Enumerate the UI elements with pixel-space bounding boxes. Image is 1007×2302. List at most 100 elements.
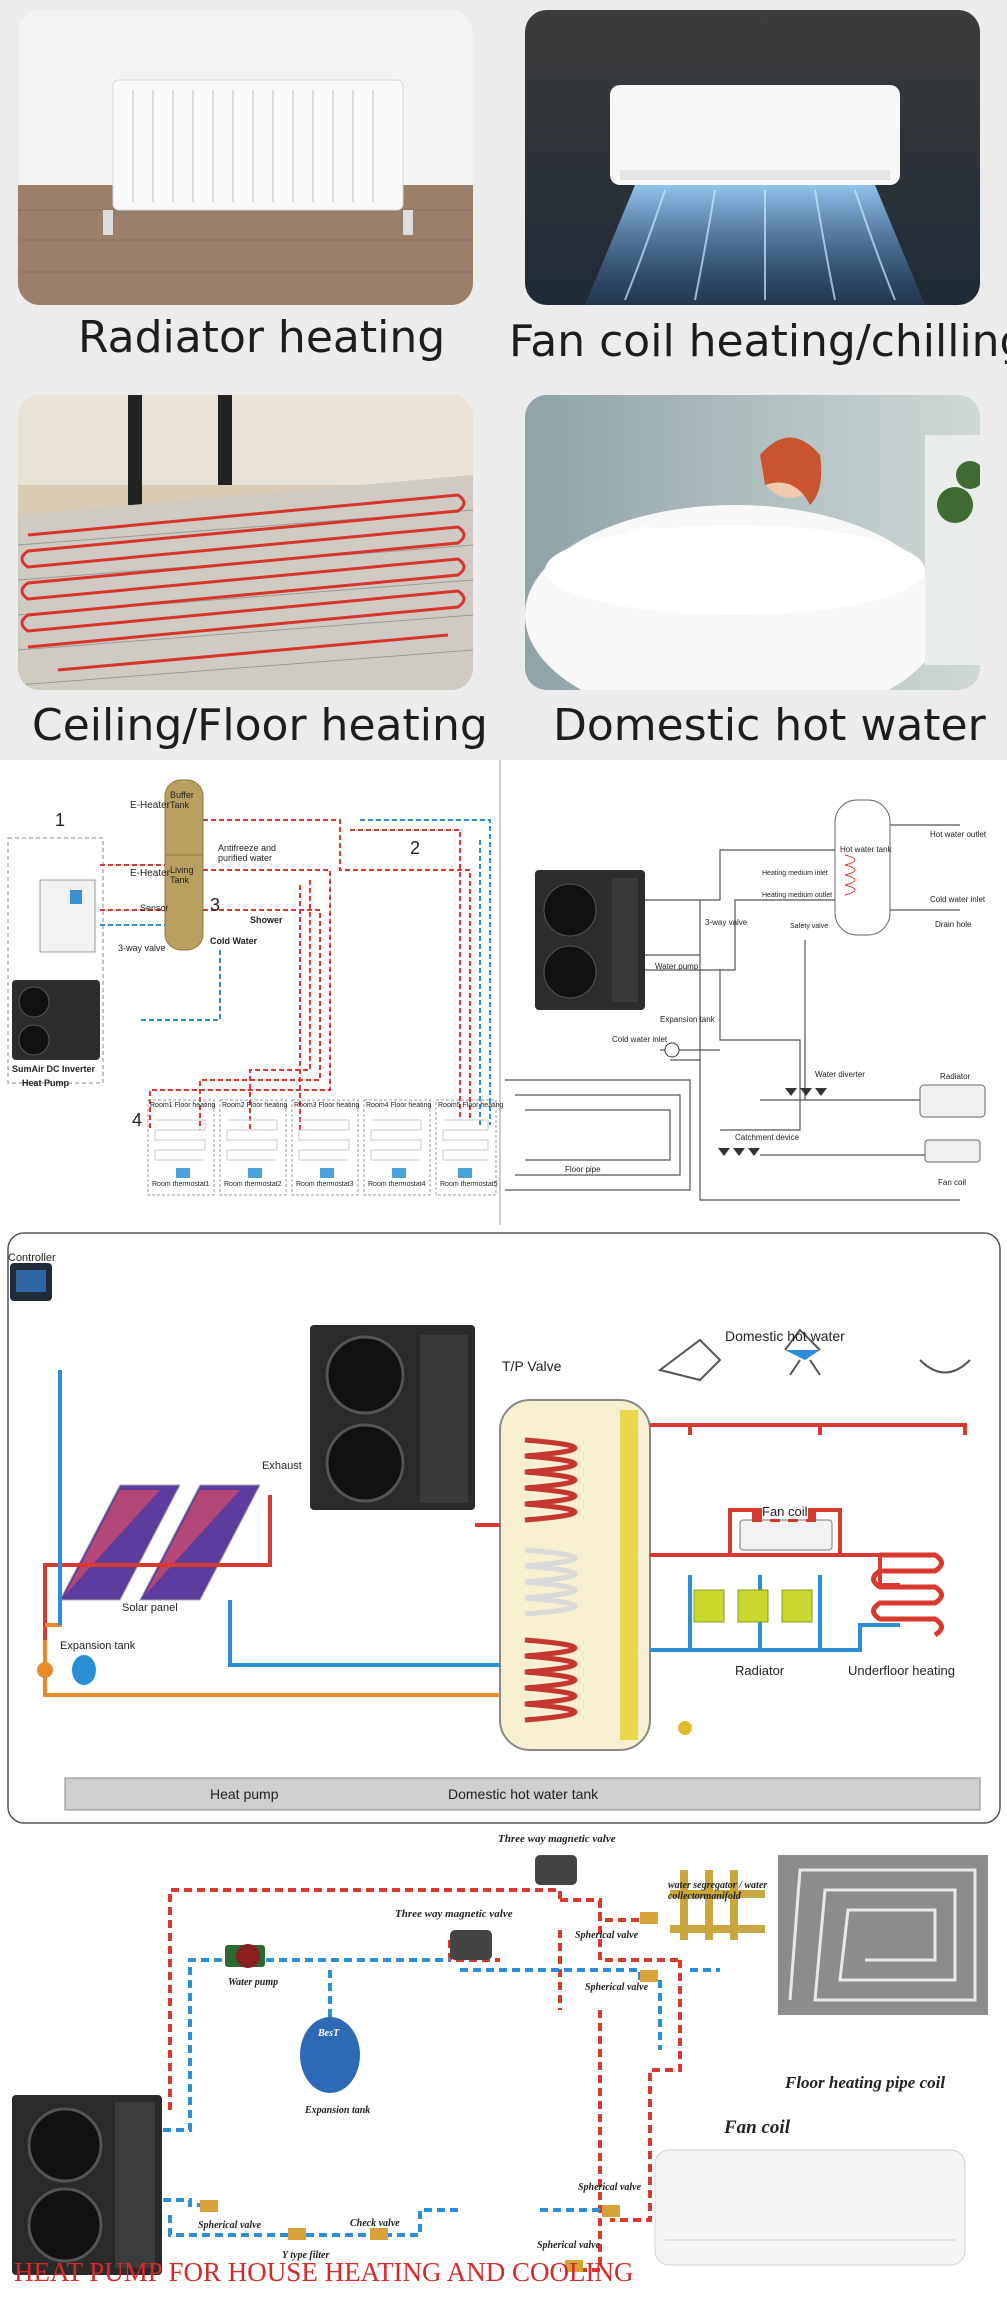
hot-water-fixtures [657,1328,971,1382]
floor-heating-photo [18,395,473,690]
thermostat-label-3: Room thermostat3 [296,1181,354,1188]
water-pump-label-bottom: Water pump [228,1977,279,1988]
right-fancoil [924,1139,981,1163]
hot-water-tank-label: Hot water tank [840,845,892,854]
spherical-valve-1-label: Spherical valve [575,1930,639,1941]
solar-panels [59,1484,261,1601]
room-label-5: Room5 Floor heating [438,1102,504,1109]
indoor-unit [39,879,96,953]
solar-panel-label: Solar panel [122,1602,178,1614]
marker-1: 1 [55,810,66,830]
e-heater-mid-label: E-Heater [130,868,171,879]
floor-heating-illustration [18,395,473,690]
base-bar [64,1777,981,1811]
safety-valve-label: Safety valve [790,923,829,930]
drain-hole-label: Drain hole [935,920,972,929]
segregator-label: water segregator / water collectormanifo… [668,1880,768,1902]
underfloor-coil [871,1552,944,1638]
underfloor-label: Underfloor heating [848,1663,955,1678]
three-way-valve-mid [450,1930,492,1960]
marker-3: 3 [210,895,221,915]
sensor-label: Sensor [140,903,169,913]
thermostat-label-2: Room thermostat2 [224,1181,282,1188]
unit-name-label: SumAir DC Inverter [12,1064,96,1074]
spherical-valve-2-label: Spherical valve [585,1982,649,1993]
bath-photo [525,395,980,690]
dual-system-diagram [7,760,986,1225]
unit-sub-label: Heat Pump [22,1078,70,1088]
water-diverter-label: Water diverter [815,1070,865,1079]
expansion-tank-right-label: Expansion tank [660,1015,715,1024]
heating-medium-inlet-label: Heating medium inlet [762,870,828,877]
catchment-label: Catchment device [735,1133,800,1142]
radiator-photo [18,10,473,305]
fan-coil-bottom [654,2149,966,2266]
bath-illustration [525,435,980,690]
fancoil-photo [525,10,980,305]
water-pump-device [225,1944,265,1968]
marker-2: 2 [410,838,421,858]
expansion-tank-shape [72,1655,96,1685]
y-filter-label: Y type filter [282,2250,330,2261]
living-tank-label: Living Tank [170,865,194,885]
fan-coil-label-bottom: Fan coil [724,2117,790,2138]
right-radiator [919,1084,986,1118]
hotwater-caption: Domestic hot water [553,700,986,751]
room-label-3: Room3 Floor heating [294,1102,360,1109]
spherical-valve-3-label: Spherical valve [578,2182,642,2193]
house-heating-illustration [12,1855,988,2275]
thermostat-label-1: Room thermostat1 [152,1181,210,1188]
exhaust-label: Exhaust [262,1460,302,1472]
main-title: HEAT PUMP FOR HOUSE HEATING AND COOLING [14,2257,634,2287]
solar-dhw-diagram: Controller T/P Valve Domestic hot water … [0,1230,1007,1825]
cold-water-left-label: Cold Water [210,936,258,946]
tank-brand-label: BesT [318,2028,340,2039]
fan-coil-unit [739,1519,833,1551]
fan-coil-label: Fan coil [762,1504,808,1519]
domestic-hot-water-label: Domestic hot water [725,1328,845,1344]
radiator-label: Radiator [735,1663,785,1678]
radiator-right-label: Radiator [940,1072,971,1081]
application-photo-grid: Radiator heating Fan coil heating/chilli… [0,0,1007,760]
system-diagram-panel: 1 2 3 4 E-Heater E-Heater Buffer Tank Li… [0,760,1007,1225]
three-way-top-label: Three way magnetic valve [498,1833,616,1845]
radiators [693,1589,813,1623]
manifold [670,1870,765,1940]
floor-heating-caption: Ceiling/Floor heating [32,700,488,751]
cold-water-inlet-label: Cold water inlet [930,895,986,904]
house-heating-cooling-diagram: Three way magnetic valve Three way magne… [0,1830,1007,2297]
check-valve-label: Check valve [350,2218,400,2229]
expansion-tank-label-bottom: Expansion tank [305,2105,371,2116]
expansion-tank-label: Expansion tank [60,1640,136,1652]
heat-pump-label: Heat pump [210,1786,279,1802]
thermostat-label-5: Room thermostat5 [440,1181,498,1188]
buffer-tank-label: Buffer Tank [170,790,194,810]
thermostat-label-4: Room thermostat4 [368,1181,426,1188]
expansion-tank-bottom [300,2017,360,2093]
hot-water-outlet-label: Hot water outlet [930,830,987,839]
room-label-2: Room2 Floor heating [222,1102,288,1109]
water-pump-label: Water pump [655,962,699,971]
solar-dhw-illustration [7,1232,1001,1824]
three-way-left-label: 3-way valve [118,943,166,953]
radiator-caption: Radiator heating [78,312,446,363]
heating-medium-outlet-label: Heating medium outlet [762,892,833,899]
shower-label: Shower [250,915,283,925]
room-label-4: Room4 Floor heating [366,1102,432,1109]
marker-4: 4 [132,1110,143,1130]
spherical-valve-5-label: Spherical valve [537,2240,601,2251]
antifreeze-label: Antifreeze and purified water [218,843,277,863]
cold-water-inlet2-label: Cold water inlet [612,1035,668,1044]
three-way-mid-label: Three way magnetic valve [395,1908,513,1920]
spherical-valve-4-label: Spherical valve [198,2220,262,2231]
fancoil-caption: Fan coil heating/chilling [509,316,1007,367]
tp-valve-label: T/P Valve [502,1358,562,1374]
unit-enclosure [7,837,104,1084]
dhw-tank-label: Domestic hot water tank [448,1786,599,1802]
floor-pipe-label: Floor pipe [565,1165,601,1174]
three-way-right-label: 3-way valve [705,918,748,927]
e-heater-top-label: E-Heater [130,800,171,811]
floor-coil-photo [778,1855,988,2015]
fan-coil-right-label: Fan coil [938,1178,967,1187]
room-label-1: Room1 Floor heating [150,1102,216,1109]
